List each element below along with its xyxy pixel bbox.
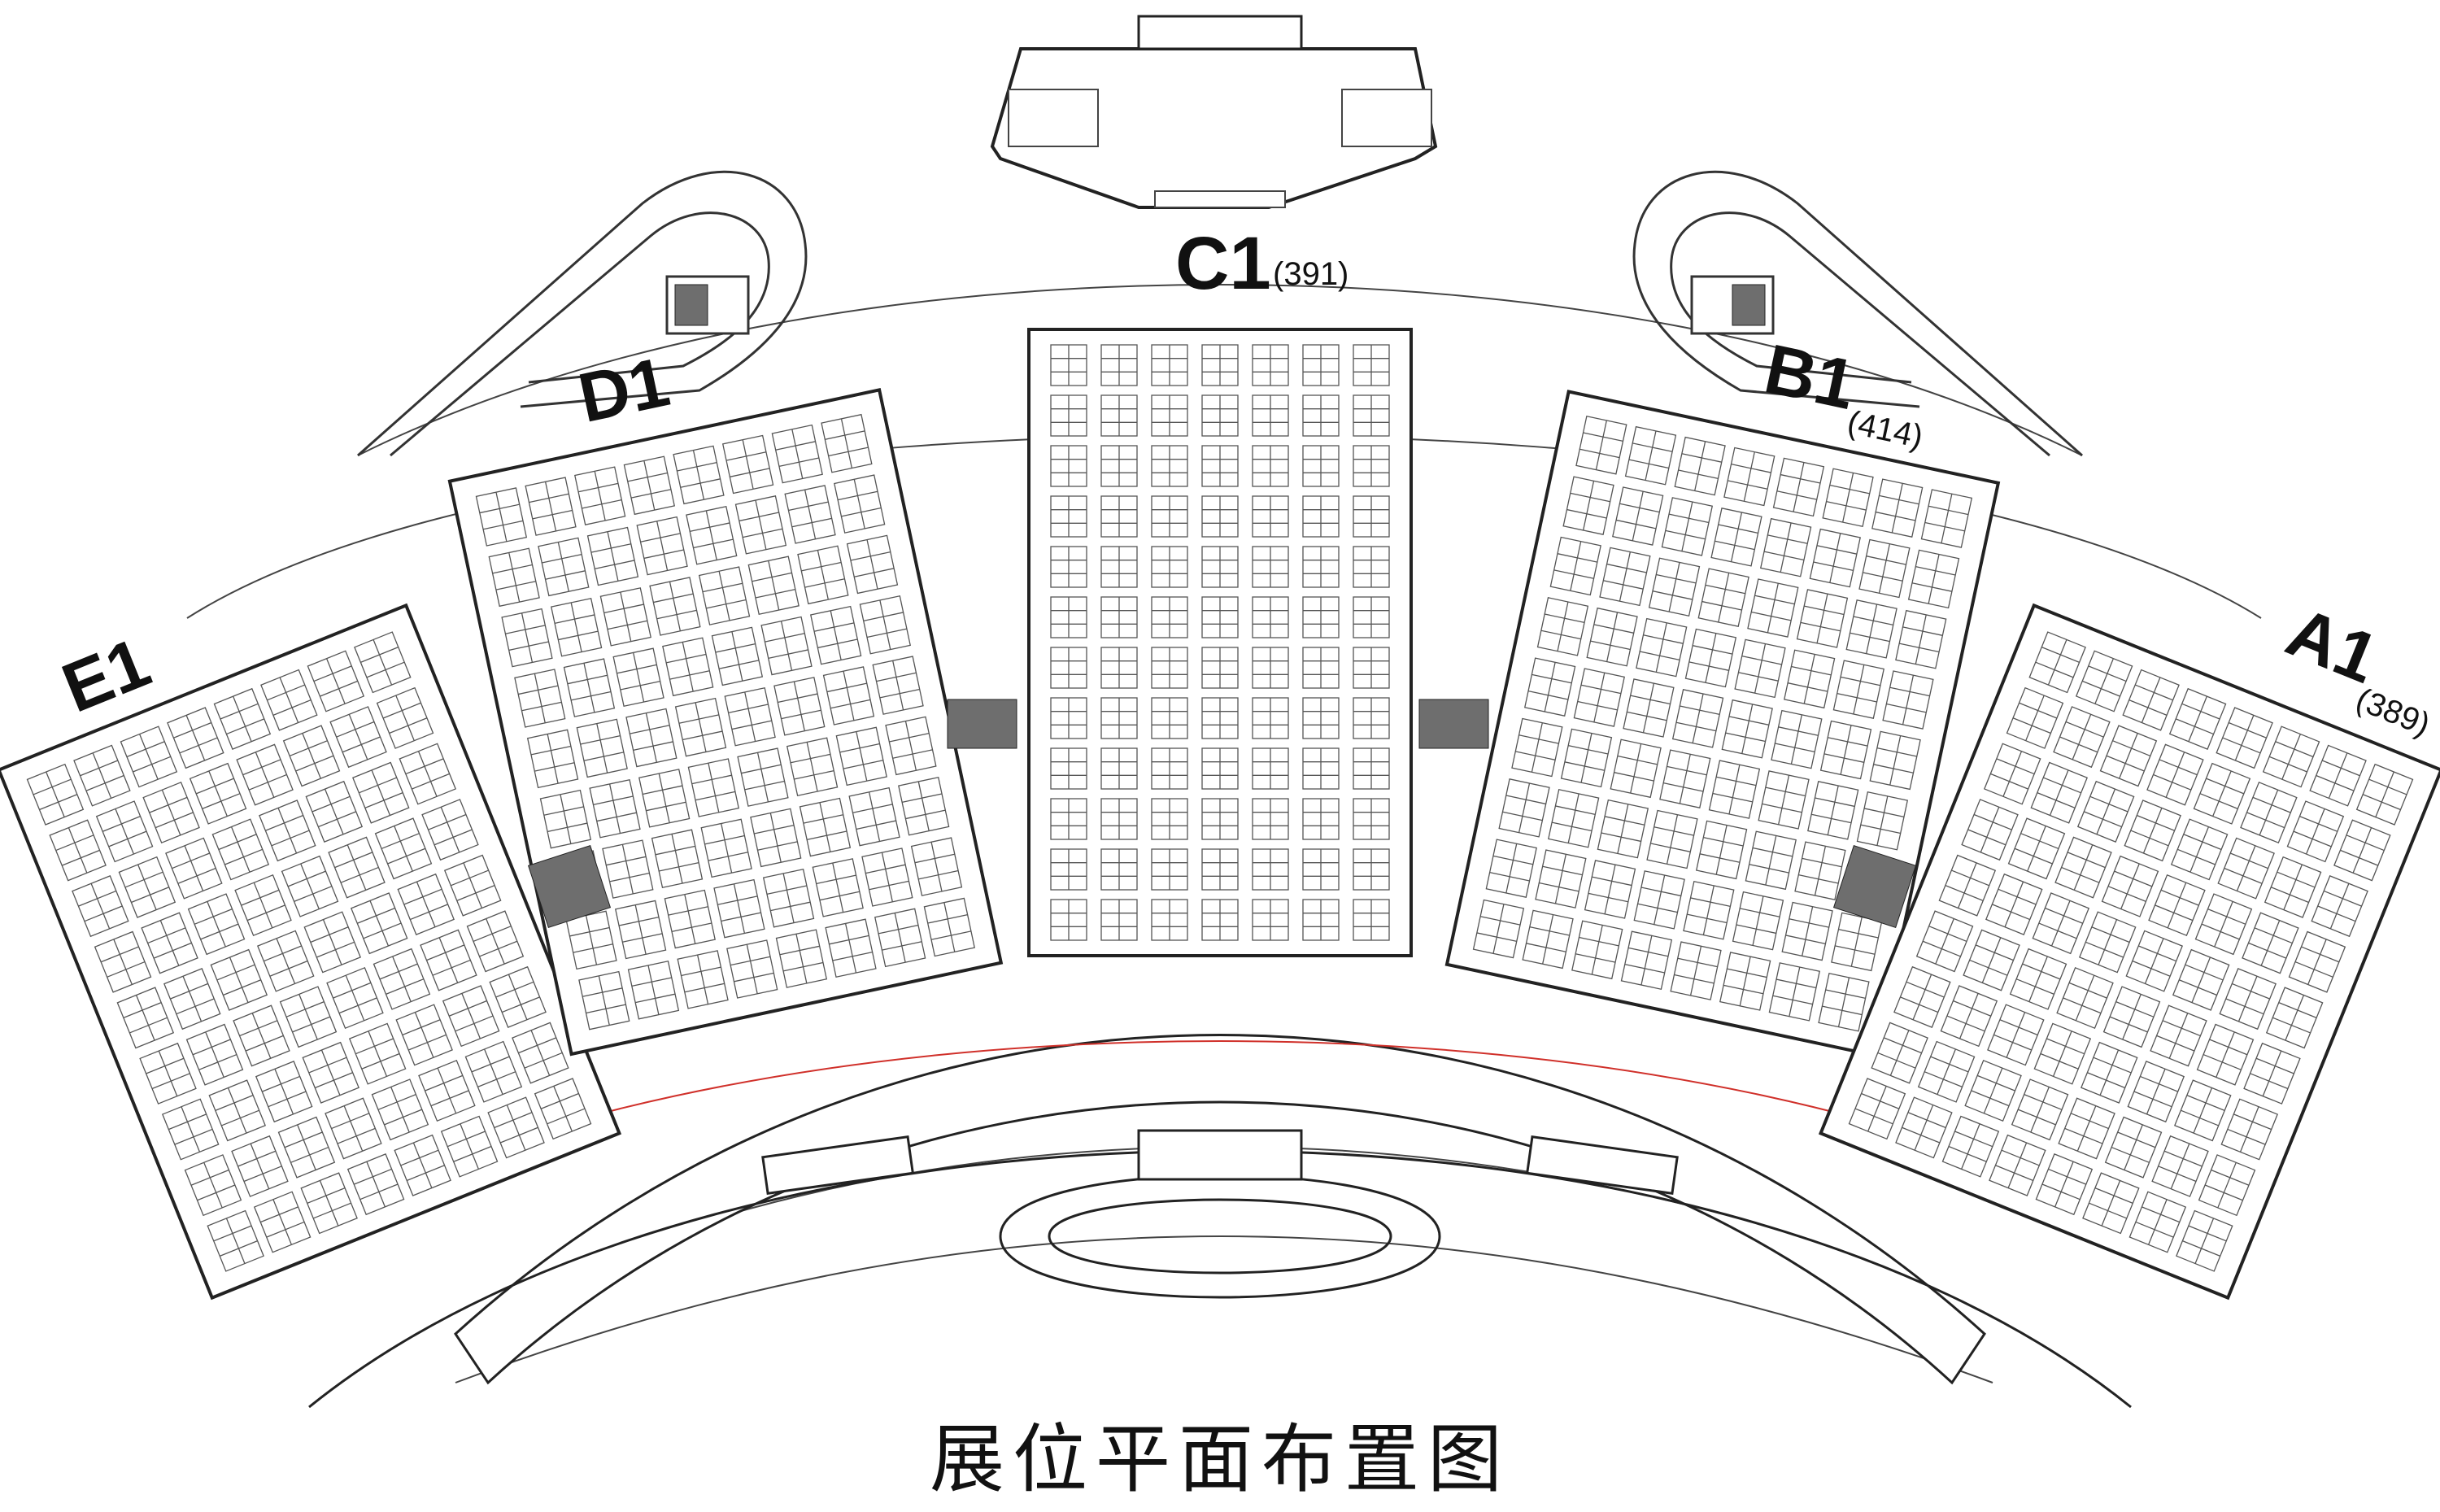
booth-block [1895,609,1947,669]
hall-name-D1: D1 [572,342,675,438]
label-D1: D1 [572,342,675,438]
hall-name-B1: B1 [1758,329,1862,425]
booth-block [2174,1079,2232,1142]
left-ramp [357,170,808,457]
booth-block [1560,728,1613,788]
booth-block [2125,930,2184,992]
hall-count-A1: (389) [2351,682,2435,743]
stair-blocks [527,284,1917,929]
booth-block [2009,948,2067,1010]
booth-block [2243,1042,2301,1105]
hall-name-A1: A1 [2277,593,2389,699]
label-C1: C1 (391) [1175,222,1349,305]
plan-caption: 展位平面布置图 [929,1416,1510,1503]
hall-count-C1: (391) [1273,256,1349,292]
booth-block [2078,911,2137,974]
entrance-building [990,15,1438,209]
hall-E1 [0,603,622,1301]
hall-A1 [1818,603,2440,1301]
booth-block [2264,856,2322,918]
auditorium [761,1129,1679,1299]
booth-block [2333,819,2391,882]
hall-C1 [1027,328,1413,957]
booth-block [1723,447,1776,507]
booth-block [2194,893,2253,956]
hall-count-B1: (414) [1845,404,1926,455]
hall-name-C1: C1 [1175,222,1271,305]
